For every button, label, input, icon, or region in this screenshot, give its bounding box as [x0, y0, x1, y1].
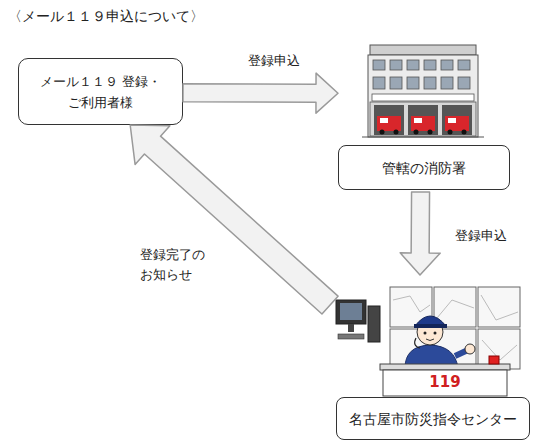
fire-station-illustration-part	[390, 60, 402, 70]
fire-station-illustration-part	[414, 130, 419, 135]
fire-station-illustration-part	[424, 77, 436, 89]
dispatch-center-illustration-part	[383, 370, 507, 396]
dispatch-center-illustration-part	[426, 339, 434, 341]
dispatch-center-illustration-part	[478, 287, 520, 327]
fire-station-illustration-part	[380, 130, 385, 135]
fire-station-illustration-part	[373, 77, 385, 89]
fire-station-illustration-part	[441, 77, 453, 89]
edge-label: 登録申込	[455, 227, 545, 245]
dispatch-center-illustration-part	[348, 324, 354, 332]
fire-station-illustration-part	[411, 116, 435, 131]
fire-station-illustration-part	[377, 116, 401, 131]
fire-station-illustration-part	[462, 130, 467, 135]
fire-station-illustration-part	[441, 60, 453, 70]
dispatch-center-illustration-part	[415, 338, 420, 348]
fire-station-illustration-part	[414, 118, 422, 123]
fire-station-illustration-part	[390, 77, 402, 89]
label-box: メール１１９ 登録・ご利用者様	[18, 58, 183, 125]
dispatch-center-illustration-part	[424, 332, 427, 335]
fire-station-illustration-part	[442, 105, 472, 135]
user-box: メール１１９ 登録・ご利用者様	[18, 58, 183, 125]
dispatch-center-illustration-part	[465, 344, 475, 354]
fire-station-illustration-part	[362, 137, 484, 138]
dispatch-center-illustration-part	[478, 329, 520, 369]
label-box: 管轄の消防署	[338, 145, 510, 190]
fire-station-illustration-part	[370, 45, 476, 55]
dispatch-center-illustration-part	[340, 303, 362, 320]
fire-station-illustration-part	[428, 130, 433, 135]
fire-station-illustration-part	[424, 60, 436, 70]
fire-station-node: 管轄の消防署	[338, 40, 510, 192]
dispatch-center-node: 名古屋市防災指令センター	[330, 275, 530, 442]
fire-station-illustration-part	[458, 60, 470, 70]
edge-label: 登録完了の お知らせ	[140, 245, 220, 285]
fire-station-illustration-part	[407, 60, 419, 70]
block-arrow	[183, 73, 338, 113]
dispatch-center-illustration-part	[434, 332, 437, 335]
block-arrow	[130, 125, 338, 314]
fire-station-illustration-part	[408, 105, 438, 135]
dispatch-center-illustration-part	[393, 296, 430, 312]
fire-station-illustration-part	[372, 94, 474, 101]
fire-station-illustration-part	[394, 130, 399, 135]
fire-station-illustration-part	[373, 60, 385, 70]
diagram-title: 〈メール１１９申込について〉	[8, 8, 204, 26]
fire-station-illustration-part	[374, 105, 404, 135]
dispatch-center-illustration-part	[414, 324, 447, 328]
label-box: 名古屋市防災指令センター	[336, 397, 530, 440]
dispatch-center-illustration-part	[338, 334, 364, 339]
dispatch-center-illustration-part	[368, 306, 380, 342]
fire-station-illustration-part	[380, 118, 388, 123]
dispatch-center-illustration-part	[481, 295, 518, 320]
fire-station-illustration-part	[458, 77, 470, 89]
node-text: 管轄の消防署	[382, 158, 466, 178]
fire-station-illustration-part	[368, 55, 478, 137]
dispatch-center-illustration-part	[489, 356, 499, 364]
dispatch-center-illustration-part	[437, 300, 474, 318]
fire-station-illustration-part	[407, 77, 419, 89]
fire-station-illustration-part	[448, 118, 456, 123]
dispatch-center-illustration	[336, 287, 520, 396]
dispatch-center-illustration-part	[336, 300, 366, 324]
node-text: メール１１９ 登録・ご利用者様	[27, 71, 174, 113]
fire-station-illustration-part	[445, 116, 469, 131]
desk-number: 119	[415, 373, 475, 391]
edge-label: 登録申込	[248, 52, 338, 70]
dispatch-center-illustration-part	[380, 364, 510, 370]
fire-station-illustration	[362, 45, 484, 137]
fire-station-illustration-part	[370, 102, 476, 136]
block-arrow	[400, 192, 440, 275]
node-text: 名古屋市防災指令センター	[349, 409, 517, 429]
fire-station-illustration-part	[448, 130, 453, 135]
